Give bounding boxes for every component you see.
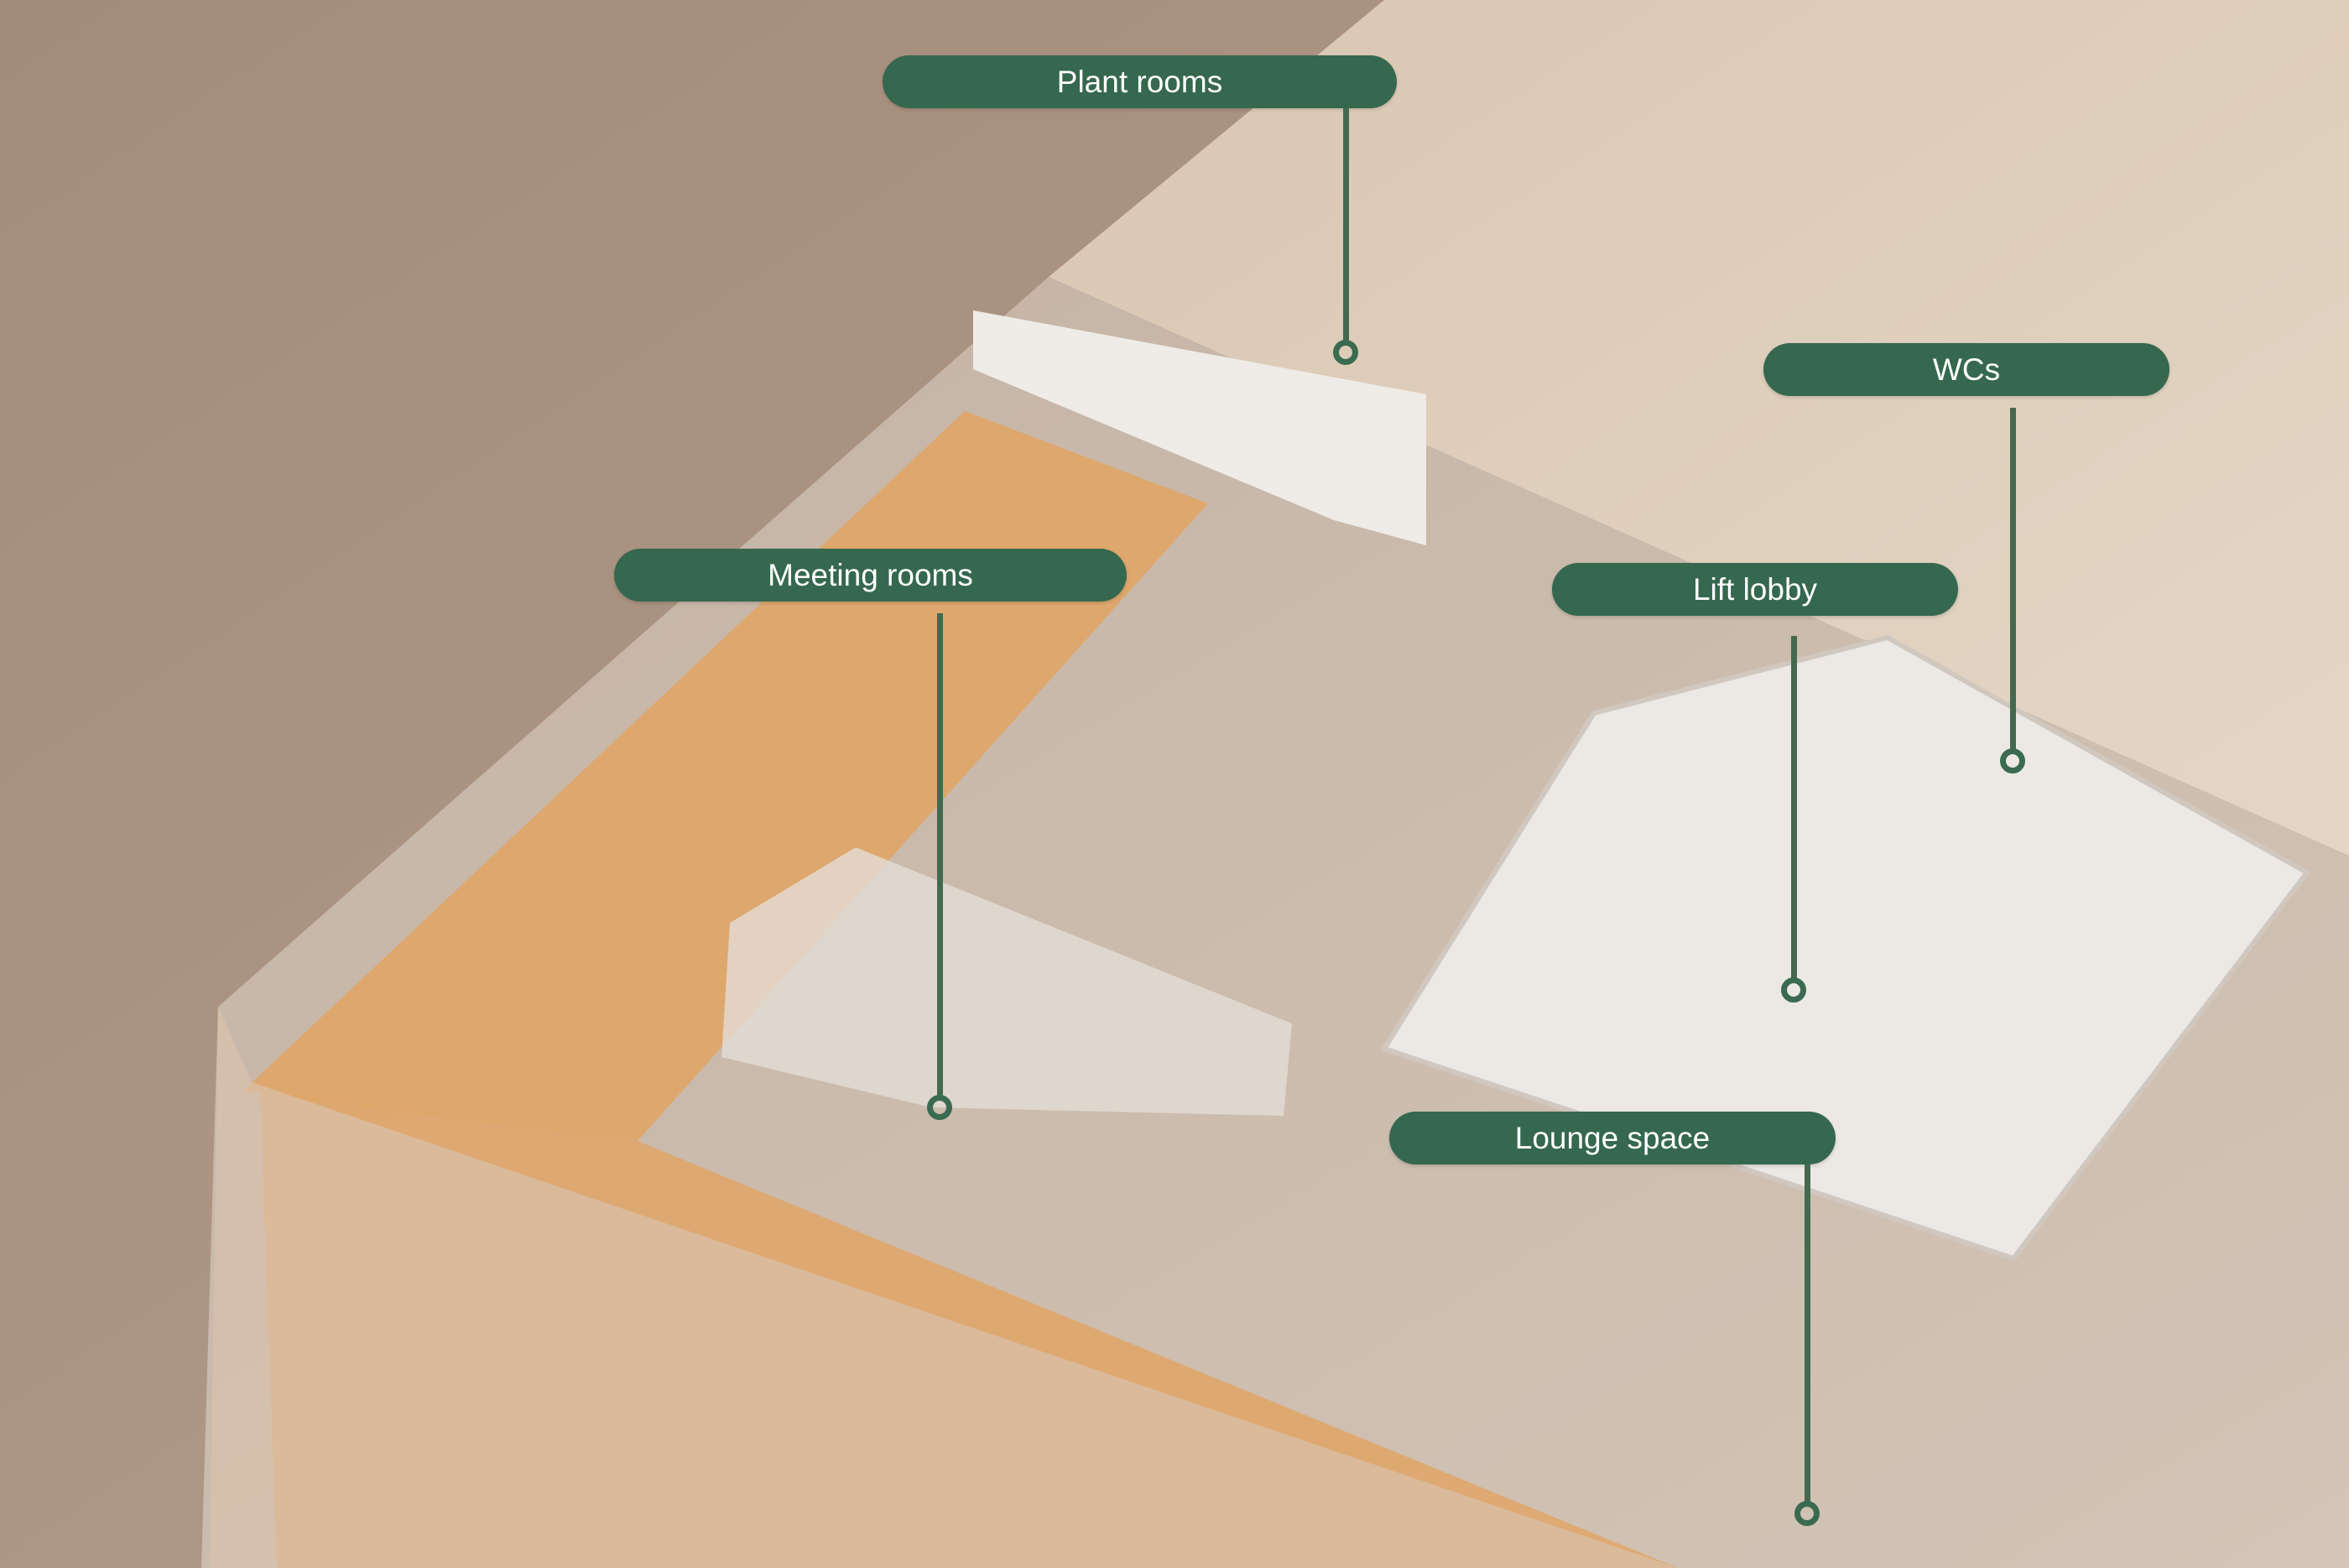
label-text: Lift lobby [1692, 571, 1818, 607]
leader-line [1805, 1164, 1810, 1503]
label-meeting-rooms: Meeting rooms [614, 549, 1127, 602]
label-text: WCs [1932, 352, 2001, 387]
label-text: Plant rooms [1056, 64, 1223, 99]
neighbouring-building-roof [1049, 0, 2349, 856]
label-text: Lounge space [1514, 1120, 1711, 1155]
facade [210, 1007, 1678, 1568]
leader-line [1343, 108, 1349, 341]
marker-circle [1781, 977, 1806, 1003]
marker-circle [927, 1095, 952, 1120]
leader-line [1791, 636, 1797, 980]
marker-circle [2000, 748, 2025, 774]
marker-circle [1333, 340, 1358, 365]
core-walls [1380, 634, 2311, 1262]
label-lift-lobby: Lift lobby [1552, 563, 1958, 616]
plant-room-wall [973, 310, 1426, 545]
label-lounge-space: Lounge space [1389, 1112, 1836, 1164]
label-plant-rooms: Plant rooms [883, 55, 1397, 108]
marker-circle [1794, 1501, 1820, 1526]
leader-line [2010, 408, 2016, 750]
label-text: Meeting rooms [768, 557, 973, 592]
leader-line [937, 613, 943, 1097]
meeting-room-block [721, 847, 1292, 1116]
label-wcs: WCs [1763, 343, 2169, 396]
